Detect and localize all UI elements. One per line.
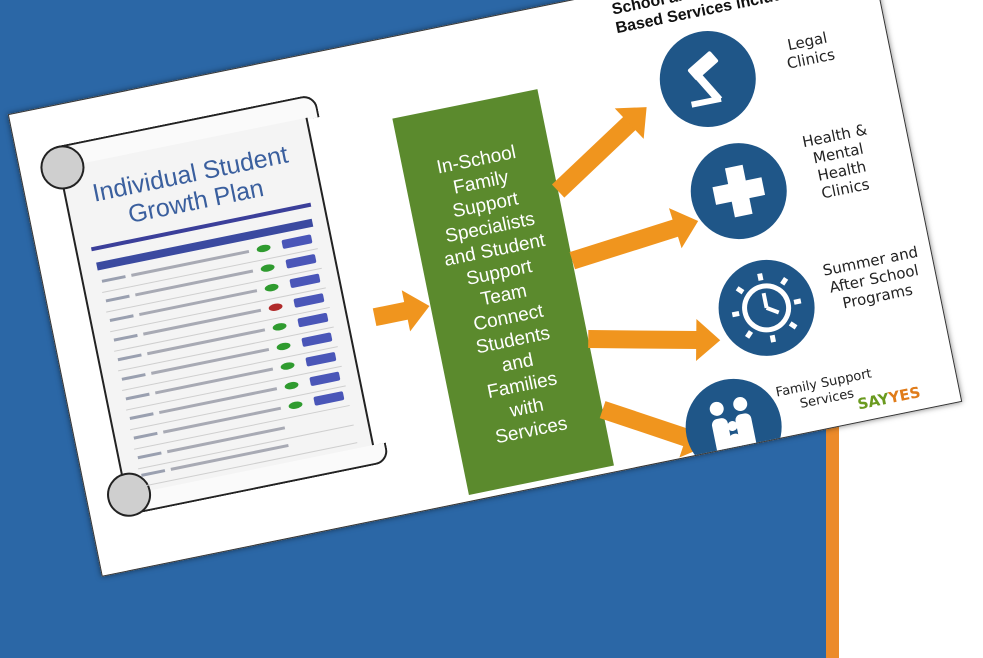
summer-programs-label: Summer and After School Programs — [821, 242, 921, 313]
arrow-to-health — [569, 218, 680, 270]
health-clinics-circle — [682, 134, 796, 248]
arrow-plan-to-team — [372, 301, 410, 327]
arrow-to-programs — [588, 330, 699, 350]
gavel-icon — [687, 51, 723, 108]
legal-clinics-label: Legal Clinics — [785, 28, 837, 73]
growth-plan-scroll: Individual Student Growth Plan — [25, 85, 397, 527]
clock-icon — [731, 273, 802, 343]
plus-cross-icon — [712, 164, 766, 218]
summer-programs-circle — [709, 251, 824, 365]
diagram-slide: Individual Student Growth Plan In-School… — [7, 0, 963, 577]
arrow-to-legal — [551, 115, 637, 198]
arrow-to-family — [599, 401, 691, 447]
sayyes-logo-yes: YES — [887, 383, 922, 408]
legal-clinics-circle — [651, 22, 765, 136]
growth-plan-table-thumbnail — [96, 218, 358, 488]
health-clinics-label: Health & Mental Health Clinics — [800, 120, 872, 203]
